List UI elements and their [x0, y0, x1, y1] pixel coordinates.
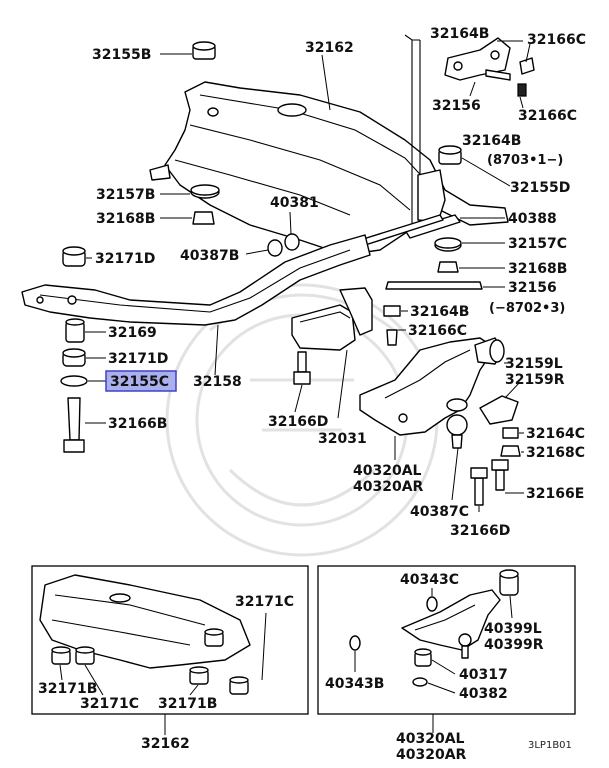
clip-32164B[interactable]: [383, 305, 401, 317]
inset-bushing-40399[interactable]: [499, 569, 519, 596]
inset-frame-left: [31, 565, 309, 715]
bushing-40381[interactable]: [284, 233, 300, 251]
label-40320AL: 40320AL: [353, 463, 422, 479]
label-32166E: 32166E: [526, 486, 584, 502]
label-32166D-a: 32166D: [268, 414, 328, 430]
highlight-box-32155C: [105, 370, 177, 392]
label-inset-32171B-a: 32171B: [38, 681, 97, 697]
label-inset-40320AL: 40320AL: [396, 731, 465, 747]
label-40399L: 40399L: [484, 621, 542, 637]
label-32171D-b: 32171D: [108, 351, 168, 367]
label-32157B: 32157B: [96, 187, 155, 203]
label-40343C: 40343C: [400, 572, 459, 588]
label-40343B: 40343B: [325, 676, 384, 692]
inset-bushing-32171C-top[interactable]: [204, 628, 224, 647]
inset-bushing-32171B-b[interactable]: [189, 666, 209, 685]
bracket-32156-upper[interactable]: [444, 37, 511, 81]
bracket-32031[interactable]: [291, 287, 373, 351]
label-32168B-right: 32168B: [508, 261, 567, 277]
label-32162-top: 32162: [305, 40, 354, 56]
inset-crossmember-32162[interactable]: [39, 574, 251, 669]
inset-frame-right: [317, 565, 576, 715]
bushing-32171D-upper[interactable]: [62, 246, 86, 267]
label-40382: 40382: [459, 686, 508, 702]
bushing-32155D[interactable]: [438, 145, 462, 165]
clip-32164C[interactable]: [502, 427, 519, 439]
washer-32157C[interactable]: [434, 237, 462, 252]
label-inset-32162: 32162: [141, 736, 190, 752]
inset-bushing-32171B-a[interactable]: [51, 646, 71, 665]
label-40317: 40317: [459, 667, 508, 683]
label-40388: 40388: [508, 211, 557, 227]
inset-washer-40382[interactable]: [412, 677, 428, 687]
label-32157C: 32157C: [508, 236, 567, 252]
label-32155C: 32155C: [110, 374, 169, 390]
label-32155B: 32155B: [92, 47, 151, 63]
label-40381: 40381: [270, 195, 319, 211]
bolt-32166D-a[interactable]: [293, 351, 311, 385]
label-32166C-b: 32166C: [518, 108, 577, 124]
label-32168C: 32168C: [526, 445, 585, 461]
label-inset-32171C-a: 32171C: [235, 594, 294, 610]
note-8702: (−8702•3): [489, 301, 565, 316]
note-8703: (8703•1−): [487, 153, 563, 168]
bolt-32166E[interactable]: [491, 459, 509, 491]
inset-bushing-32171C-b[interactable]: [229, 676, 249, 695]
bushing-32155B[interactable]: [192, 41, 216, 60]
crossmember-32158[interactable]: [21, 234, 371, 326]
inset-washer-40343B[interactable]: [349, 635, 361, 651]
label-32159R: 32159R: [505, 372, 565, 388]
inset-control-arm[interactable]: [401, 589, 501, 651]
label-32169: 32169: [108, 325, 157, 341]
label-32156-a: 32156: [432, 98, 481, 114]
bushing-32159[interactable]: [474, 337, 505, 365]
label-40399R: 40399R: [484, 637, 544, 653]
label-32158: 32158: [193, 374, 242, 390]
inset-ball-joint[interactable]: [458, 633, 472, 659]
label-32168B-left: 32168B: [96, 211, 155, 227]
bolt-32166B[interactable]: [63, 397, 85, 453]
label-32164B-c: 32164B: [410, 304, 469, 320]
label-40387C: 40387C: [410, 504, 469, 520]
label-32164B-b: 32164B: [462, 133, 521, 149]
label-inset-40320AR: 40320AR: [396, 747, 467, 763]
bracket-32156-lower[interactable]: [385, 281, 483, 290]
bushing-32171D-lower[interactable]: [62, 348, 86, 367]
label-40320AR: 40320AR: [353, 479, 424, 495]
label-32166B: 32166B: [108, 416, 167, 432]
nut-32168C[interactable]: [500, 445, 521, 457]
bracket-32159R[interactable]: [479, 395, 519, 425]
washer-32155C[interactable]: [60, 375, 88, 387]
bushing-40387B[interactable]: [267, 239, 283, 257]
label-32166C-c: 32166C: [408, 323, 467, 339]
ball-joint-40387C[interactable]: [446, 398, 468, 449]
label-32155D: 32155D: [510, 180, 570, 196]
label-32166C-a: 32166C: [527, 32, 586, 48]
bolt-32166C-upper[interactable]: [485, 57, 535, 97]
label-32159L: 32159L: [505, 356, 563, 372]
bolt-32166C-lower[interactable]: [386, 329, 398, 346]
bolt-32166D-b[interactable]: [470, 467, 488, 506]
spacer-32169[interactable]: [65, 318, 85, 343]
label-32166D-b: 32166D: [450, 523, 510, 539]
label-32171D-a: 32171D: [95, 251, 155, 267]
label-32164B-top: 32164B: [430, 26, 489, 42]
washer-32157B[interactable]: [190, 184, 220, 199]
label-40387B: 40387B: [180, 248, 239, 264]
label-32156-b: 32156: [508, 280, 557, 296]
diagram-code: 3LP1B01: [528, 740, 572, 751]
inset-bushing-32171C-a[interactable]: [75, 646, 95, 665]
control-arm-40320[interactable]: [359, 337, 496, 436]
label-32164C: 32164C: [526, 426, 585, 442]
label-inset-32171C-b: 32171C: [80, 696, 139, 712]
inset-washer-40343C[interactable]: [426, 596, 438, 612]
nut-32168B-right[interactable]: [437, 261, 459, 273]
mount-block-right[interactable]: [404, 169, 461, 239]
inset-bushing-40317[interactable]: [414, 648, 432, 667]
label-32031: 32031: [318, 431, 367, 447]
label-inset-32171B-b: 32171B: [158, 696, 217, 712]
nut-32168B-left[interactable]: [192, 211, 215, 225]
